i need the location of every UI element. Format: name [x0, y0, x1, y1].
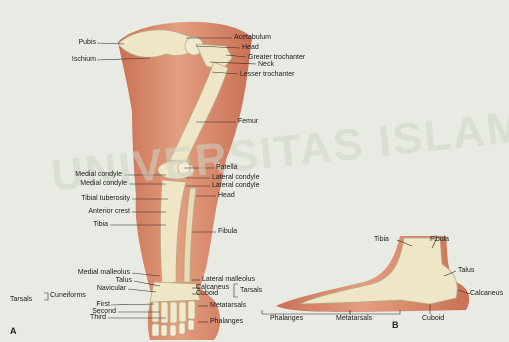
label-tibia: Tibia: [60, 221, 108, 229]
label-talus: Talus: [80, 277, 132, 285]
tarsals-bone: [150, 282, 200, 302]
label-third: Third: [70, 314, 106, 322]
label-head-fibula: Head: [218, 192, 235, 200]
label-lateral-condyle-1: Lateral condyle: [212, 174, 259, 182]
label-metatarsals: Metatarsals: [210, 302, 246, 310]
label-tarsals-right: Tarsals: [240, 287, 262, 295]
label-tibial-tuberosity: Tibial tuberosity: [20, 195, 130, 203]
label-medial-condyle-1: Medial condyle: [40, 171, 122, 179]
label-foot-fibula: Fibula: [430, 236, 449, 244]
label-neck: Neck: [258, 61, 274, 69]
label-foot-tibia: Tibia: [374, 236, 389, 244]
label-tarsals-left: Tarsals: [10, 296, 32, 304]
label-medial-malleolus: Medial malleolus: [30, 269, 130, 277]
panel-label-a: A: [10, 326, 17, 336]
label-pubis: Pubis: [44, 39, 96, 47]
label-lesser-trochanter: Lesser trochanter: [240, 71, 294, 79]
label-acetabulum: Acetabulum: [234, 34, 271, 42]
label-anterior-crest: Anterior crest: [40, 208, 130, 216]
label-foot-calcaneus: Calcaneus: [470, 290, 503, 298]
label-greater-trochanter: Greater trochanter: [248, 54, 305, 62]
panel-label-b: B: [392, 320, 399, 330]
label-cuneiforms: Cuneiforms: [50, 292, 86, 300]
label-fibula: Fibula: [218, 228, 237, 236]
label-foot-cuboid: Cuboid: [422, 315, 444, 323]
label-foot-metatarsals: Metatarsals: [336, 315, 372, 323]
label-head-femur: Head: [242, 44, 259, 52]
label-foot-phalanges: Phalanges: [270, 315, 303, 323]
label-phalanges: Phalanges: [210, 318, 243, 326]
label-femur: Femur: [238, 118, 258, 126]
label-ischium: Ischium: [40, 56, 96, 64]
label-patella: Patella: [216, 164, 237, 172]
label-cuboid: Cuboid: [196, 290, 218, 298]
label-medial-condyle-2: Medial condyle: [40, 180, 127, 188]
label-lateral-condyle-2: Lateral condyle: [212, 182, 259, 190]
label-foot-talus: Talus: [458, 267, 474, 275]
label-lateral-malleolus: Lateral malleolus: [202, 276, 255, 284]
